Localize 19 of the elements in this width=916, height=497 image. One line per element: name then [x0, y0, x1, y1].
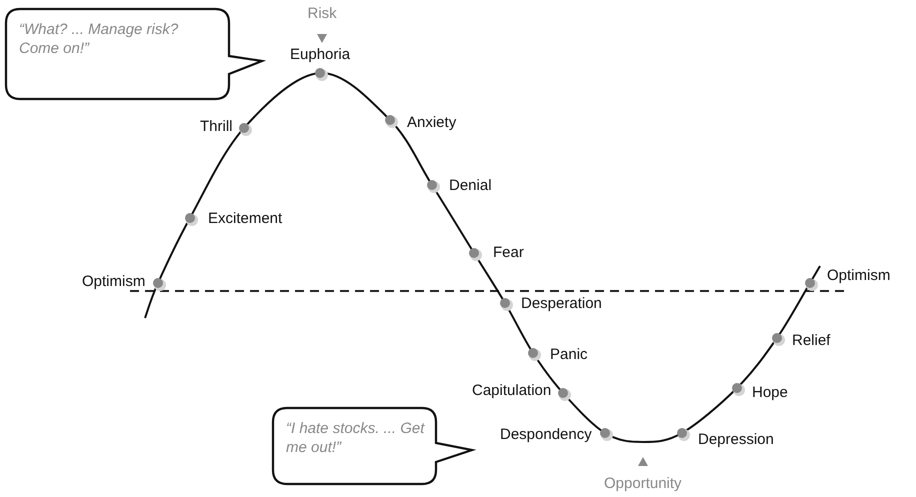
stage-label: Anxiety [407, 114, 456, 132]
marker-label: Opportunity [604, 475, 682, 493]
stage-label: Desperation [521, 295, 602, 313]
stage-label: Excitement [208, 210, 282, 228]
quote-text: “I hate stocks. ... Get me out!” [286, 419, 425, 457]
stage-label: Hope [752, 384, 788, 402]
stage-label: Optimism [827, 267, 890, 285]
stage-label: Despondency [500, 426, 592, 444]
marker-label: Risk [308, 5, 337, 23]
stage-label: Optimism [82, 273, 146, 291]
stage-label: Denial [449, 177, 492, 195]
stage-label: Relief [792, 332, 830, 350]
stage-label: Euphoria [290, 46, 350, 64]
stage-label: Thrill [200, 118, 232, 136]
stage-label: Fear [493, 244, 524, 262]
stage-label: Depression [698, 431, 774, 449]
stage-label: Panic [550, 346, 588, 364]
quote-text: “What? ... Manage risk? Come on!” [19, 20, 180, 58]
stage-label: Capitulation [472, 382, 552, 400]
